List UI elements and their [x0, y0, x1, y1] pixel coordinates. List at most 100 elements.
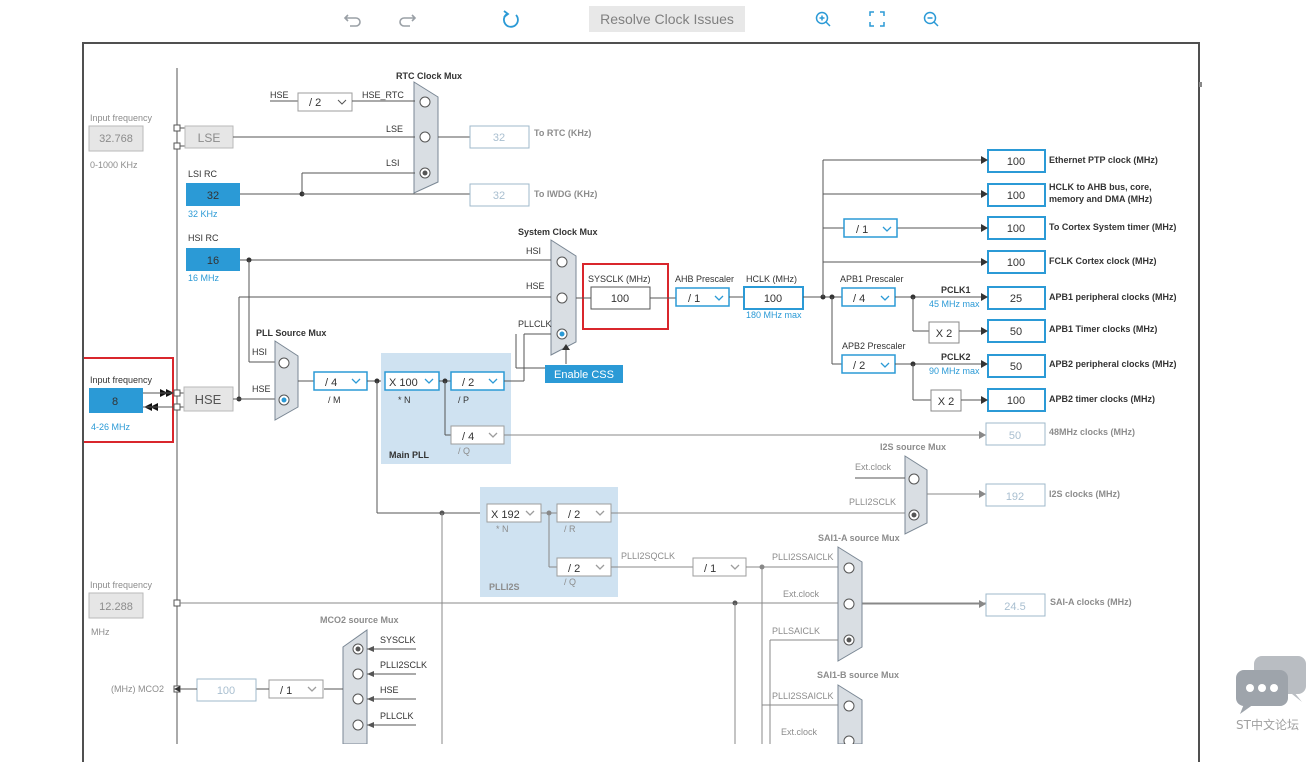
pll-n-label: * N — [398, 395, 411, 405]
sai-b-ext-radio[interactable] — [843, 735, 855, 744]
mco2-hse-radio[interactable] — [352, 693, 364, 705]
output-box[interactable] — [987, 286, 1046, 310]
pll-m-select[interactable] — [313, 371, 368, 391]
mco2-output-box[interactable] — [196, 678, 257, 702]
i2s-input-field[interactable] — [88, 592, 144, 619]
pclk2-label: PCLK2 — [941, 352, 971, 362]
i2s-output-label: I2S clocks (MHz) — [1049, 489, 1120, 499]
pclk2-max: 90 MHz max — [929, 366, 980, 376]
plli2s-sai-div-value: / 1 — [704, 563, 716, 575]
i2s-output-box[interactable] — [985, 483, 1046, 507]
output-value: 100 — [1007, 156, 1025, 168]
hse-block[interactable] — [183, 386, 234, 412]
apb2-x2: X 2 — [938, 396, 955, 408]
mco2-plli2s-radio[interactable] — [352, 668, 364, 680]
hse-range: 4-26 MHz — [91, 422, 131, 432]
enable-css-button[interactable] — [545, 365, 623, 383]
resolve-clock-issues-button[interactable]: Resolve Clock Issues — [589, 6, 745, 32]
rtc-hse-div: / 2 — [309, 97, 321, 109]
output-label: APB2 timer clocks (MHz) — [1049, 394, 1155, 404]
sai-a-plli2ssai-radio[interactable] — [843, 562, 855, 574]
rtc-output-box[interactable] — [469, 125, 530, 149]
rtc-mux-lse-radio[interactable] — [419, 131, 431, 143]
output-box[interactable] — [987, 149, 1046, 173]
zoom-out-icon[interactable] — [920, 8, 942, 30]
rtc-lsi-label: LSI — [386, 158, 400, 168]
i2s-input-value: 12.288 — [99, 601, 133, 613]
output-label: To Cortex System timer (MHz) — [1049, 222, 1176, 232]
i2s-mux-title: I2S source Mux — [880, 442, 946, 452]
output-fclk: 100 FCLK Cortex clock (MHz) — [987, 250, 1157, 274]
output-label: APB1 peripheral clocks (MHz) — [1049, 292, 1177, 302]
mco2-output-label: (MHz) MCO2 — [111, 684, 164, 694]
fit-screen-icon[interactable] — [866, 8, 888, 30]
rtc-mux-hse-radio[interactable] — [419, 96, 431, 108]
plli2sq-label: PLLI2SQCLK — [621, 551, 675, 561]
usb48-output-box[interactable] — [985, 422, 1046, 446]
hclk-input[interactable] — [743, 286, 804, 310]
ahb-prescaler-label: AHB Prescaler — [675, 274, 734, 284]
pll-mux-hsi-radio[interactable] — [278, 357, 290, 369]
plli2s-n-label: * N — [496, 524, 509, 534]
sys-mux-title: System Clock Mux — [518, 227, 598, 237]
i2s-input-unit: MHz — [91, 627, 110, 637]
sys-mux-hsi-label: HSI — [526, 246, 541, 256]
zoom-in-icon[interactable] — [812, 8, 834, 30]
lse-label: LSE — [198, 131, 221, 145]
pll-q-label: / Q — [458, 446, 470, 456]
pll-p-value: / 2 — [462, 377, 474, 389]
lsi-block[interactable] — [186, 183, 240, 206]
i2s-mux-ext-radio[interactable] — [908, 473, 920, 485]
apb2-prescaler-value: / 2 — [853, 360, 865, 372]
refresh-icon[interactable] — [500, 8, 522, 30]
hse-input-value: 8 — [112, 396, 118, 408]
sai-a-ext-radio[interactable] — [843, 598, 855, 610]
hse-input-field[interactable] — [89, 388, 143, 413]
i2s-mux-plli2s-label: PLLI2SCLK — [849, 497, 896, 507]
sys-mux-pllclk-label: PLLCLK — [518, 319, 552, 329]
output-box[interactable] — [987, 183, 1046, 207]
pll-p-select[interactable] — [450, 371, 505, 391]
output-value: 50 — [1010, 326, 1022, 338]
apb1-prescaler-select[interactable] — [841, 287, 896, 307]
sai-b-plli2ssai-radio[interactable] — [843, 700, 855, 712]
usb48-label: 48MHz clocks (MHz) — [1049, 427, 1135, 437]
iwdg-output-box[interactable] — [469, 183, 530, 207]
plli2s-n-value: X 192 — [491, 509, 520, 521]
plli2s-sai-div-select[interactable] — [692, 557, 747, 577]
output-apb2-peripheral: 50 APB2 peripheral clocks (MHz) — [987, 354, 1177, 378]
mco2-pllclk-radio[interactable] — [352, 719, 364, 731]
hclk-value: 100 — [764, 293, 782, 305]
sai-a-output-box[interactable] — [985, 593, 1046, 617]
lsi-value: 32 — [207, 190, 219, 202]
apb1-x2: X 2 — [936, 328, 953, 340]
output-cortex-timer: 100 To Cortex System timer (MHz) — [987, 216, 1176, 240]
lse-range: 0-1000 KHz — [90, 160, 138, 170]
i2s-output-value: 192 — [1006, 491, 1024, 503]
cortex-divider-select[interactable] — [843, 218, 898, 238]
output-apb1-peripheral: 25 APB1 peripheral clocks (MHz) — [987, 286, 1177, 310]
hsi-block[interactable] — [186, 248, 240, 271]
clock-tree-diagram: Input frequency 32.768 0-1000 KHz LSE LS… — [84, 68, 1177, 744]
lsi-label: LSI RC — [188, 169, 218, 179]
mco2-mux-title: MCO2 source Mux — [320, 615, 399, 625]
lse-input-field[interactable] — [88, 125, 144, 152]
sys-mux-hse-radio[interactable] — [556, 292, 568, 304]
pll-q-select[interactable] — [450, 425, 505, 445]
hsi-unit: 16 MHz — [188, 273, 220, 283]
sai-a-pllsai-label: PLLSAICLK — [772, 626, 820, 636]
rtc-hse-divider-select[interactable] — [297, 92, 353, 112]
ahb-prescaler-select[interactable] — [675, 287, 730, 307]
scroll-indicator[interactable] — [1199, 82, 1202, 87]
sai-a-output-label: SAI-A clocks (MHz) — [1050, 597, 1132, 607]
undo-icon[interactable] — [342, 8, 364, 30]
lsi-unit: 32 KHz — [188, 209, 218, 219]
ahb-prescaler-value: / 1 — [688, 293, 700, 305]
sys-mux-hsi-radio[interactable] — [556, 256, 568, 268]
output-box[interactable] — [987, 354, 1046, 378]
apb2-prescaler-select[interactable] — [841, 354, 896, 374]
output-label-line2: memory and DMA (MHz) — [1049, 194, 1152, 204]
redo-icon[interactable] — [396, 8, 418, 30]
apb2-prescaler-label: APB2 Prescaler — [842, 341, 906, 351]
sai-b-ext-label: Ext.clock — [781, 727, 818, 737]
